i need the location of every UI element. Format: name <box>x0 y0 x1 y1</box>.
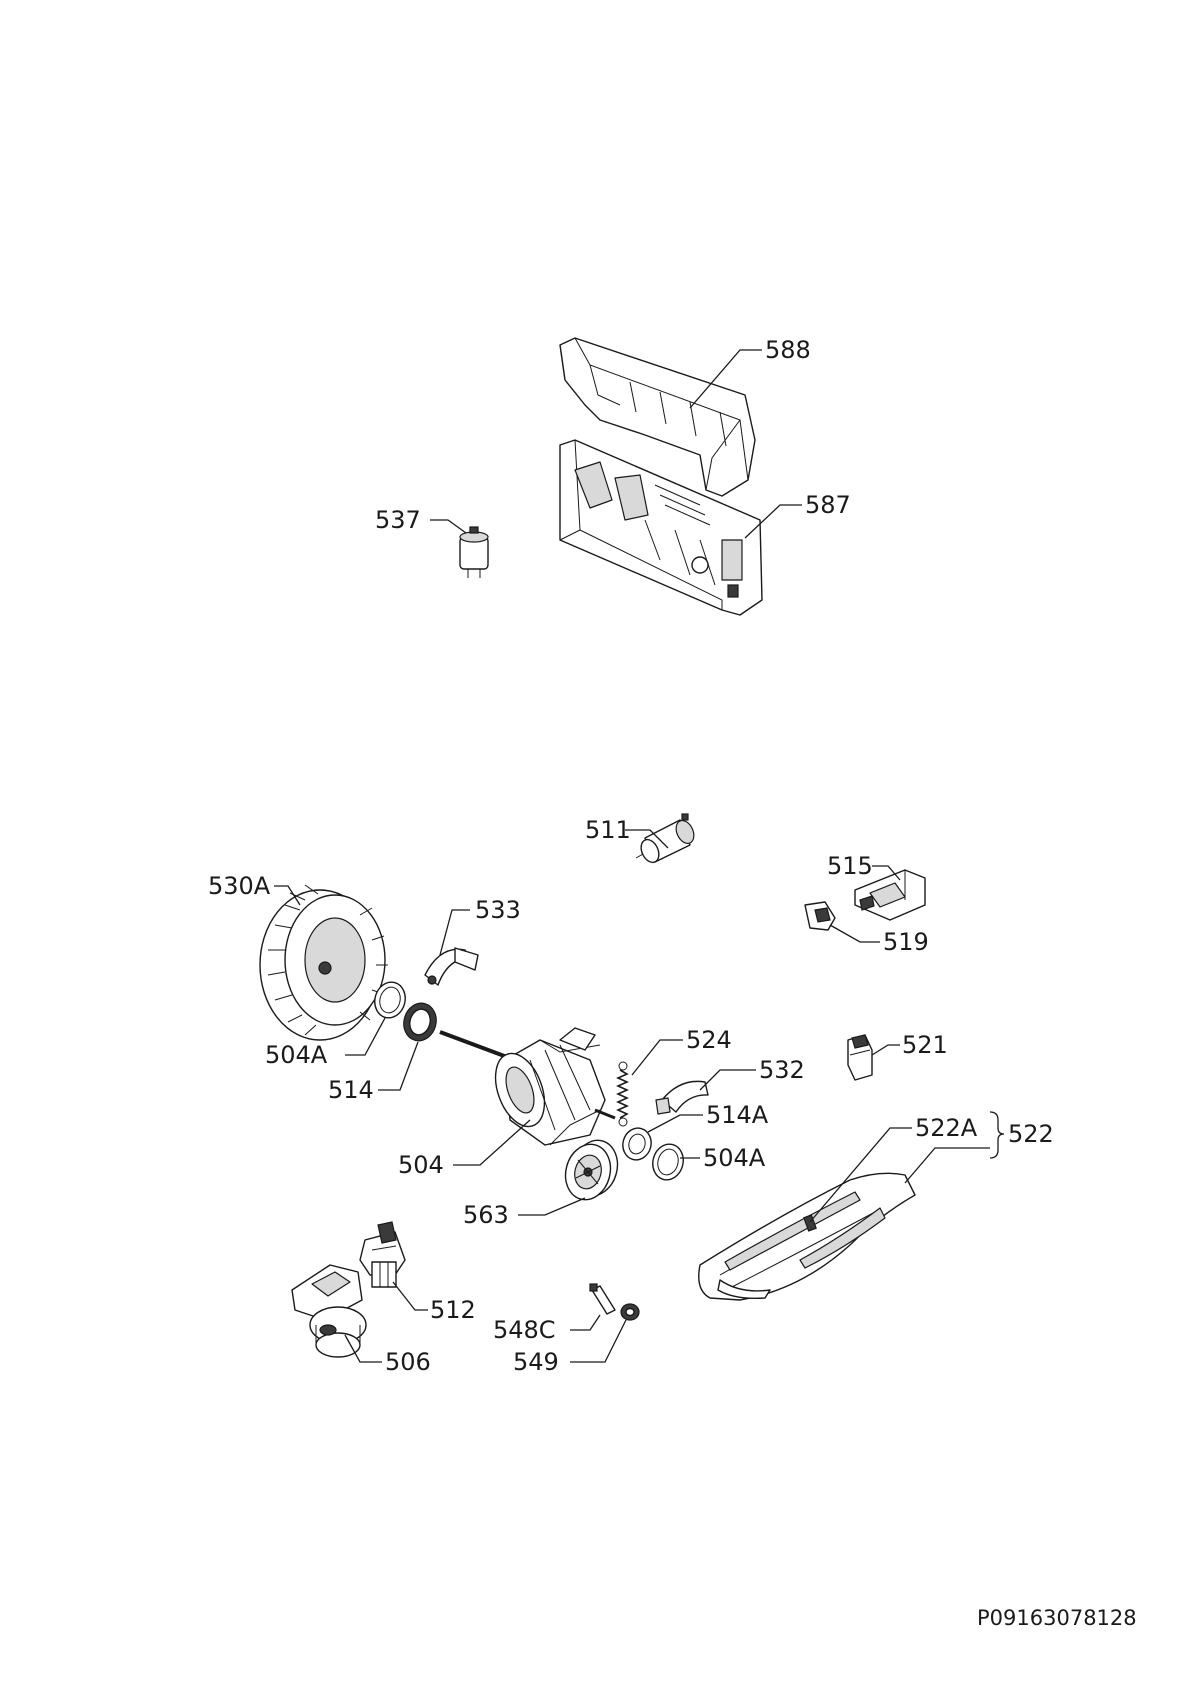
part-504A-left-bearing <box>374 981 406 1019</box>
label-532: 532 <box>759 1056 805 1084</box>
leader-532 <box>699 1069 756 1091</box>
part-588-cover <box>559 337 756 497</box>
brace-522 <box>989 1111 1005 1159</box>
leader-521 <box>871 1044 900 1056</box>
part-506-drain-pump <box>291 1264 367 1358</box>
part-522-heater-duct <box>698 1172 916 1301</box>
leader-548C <box>570 1314 601 1331</box>
label-530A: 530A <box>208 872 271 900</box>
part-533-clamp <box>424 947 479 986</box>
label-504A-left: 504A <box>265 1041 328 1069</box>
label-522: 522 <box>1008 1120 1054 1148</box>
label-533: 533 <box>475 896 521 924</box>
part-524-spring <box>616 1061 629 1127</box>
leader-522 <box>904 1147 990 1184</box>
label-549: 549 <box>513 1348 559 1376</box>
label-511: 511 <box>585 816 631 844</box>
leader-537 <box>430 519 467 534</box>
part-537-filter <box>459 526 489 578</box>
leader-587 <box>744 504 802 539</box>
part-521-switch <box>847 1034 873 1081</box>
reference-code: P09163078128 <box>977 1606 1137 1630</box>
label-515: 515 <box>827 852 873 880</box>
leader-519 <box>829 924 880 943</box>
part-549-nut <box>620 1303 640 1321</box>
label-522A: 522A <box>915 1114 978 1142</box>
label-504A-right: 504A <box>703 1144 766 1172</box>
label-512: 512 <box>430 1296 476 1324</box>
label-524: 524 <box>686 1026 732 1054</box>
label-506: 506 <box>385 1348 431 1376</box>
part-514-seal <box>403 1002 437 1042</box>
leader-504 <box>453 1119 531 1166</box>
leader-514A <box>647 1114 703 1133</box>
part-511-capacitor <box>635 813 695 864</box>
leader-549 <box>570 1319 627 1363</box>
label-548C: 548C <box>493 1316 556 1344</box>
part-530A-fan-wheel <box>259 884 388 1041</box>
part-519-connector <box>804 901 836 931</box>
part-563-pulley <box>564 1139 619 1201</box>
part-514A-seal <box>622 1127 652 1161</box>
leader-512 <box>392 1281 428 1311</box>
part-587-control-board <box>559 439 763 616</box>
part-515-switch <box>854 869 926 921</box>
label-504: 504 <box>398 1151 444 1179</box>
leader-588 <box>689 349 762 409</box>
leader-524 <box>631 1039 683 1076</box>
leader-533 <box>439 909 470 956</box>
leader-522A <box>809 1127 912 1223</box>
part-532-cover <box>655 1080 709 1115</box>
label-514: 514 <box>328 1076 374 1104</box>
part-504-motor <box>439 1027 616 1146</box>
label-519: 519 <box>883 928 929 956</box>
leader-514 <box>378 1041 419 1091</box>
part-512-pump <box>359 1221 406 1288</box>
label-521: 521 <box>902 1031 948 1059</box>
part-548C-sensor <box>589 1283 616 1315</box>
label-588: 588 <box>765 336 811 364</box>
leader-515 <box>872 865 901 881</box>
part-504A-right-bearing <box>652 1143 684 1181</box>
label-514A: 514A <box>706 1101 769 1129</box>
leader-563 <box>518 1197 586 1216</box>
label-587: 587 <box>805 491 851 519</box>
label-563: 563 <box>463 1201 509 1229</box>
label-537: 537 <box>375 506 421 534</box>
leader-530A <box>274 885 301 906</box>
leader-511 <box>625 829 669 849</box>
leader-504A-left <box>345 1017 386 1056</box>
leader-506 <box>344 1334 382 1363</box>
